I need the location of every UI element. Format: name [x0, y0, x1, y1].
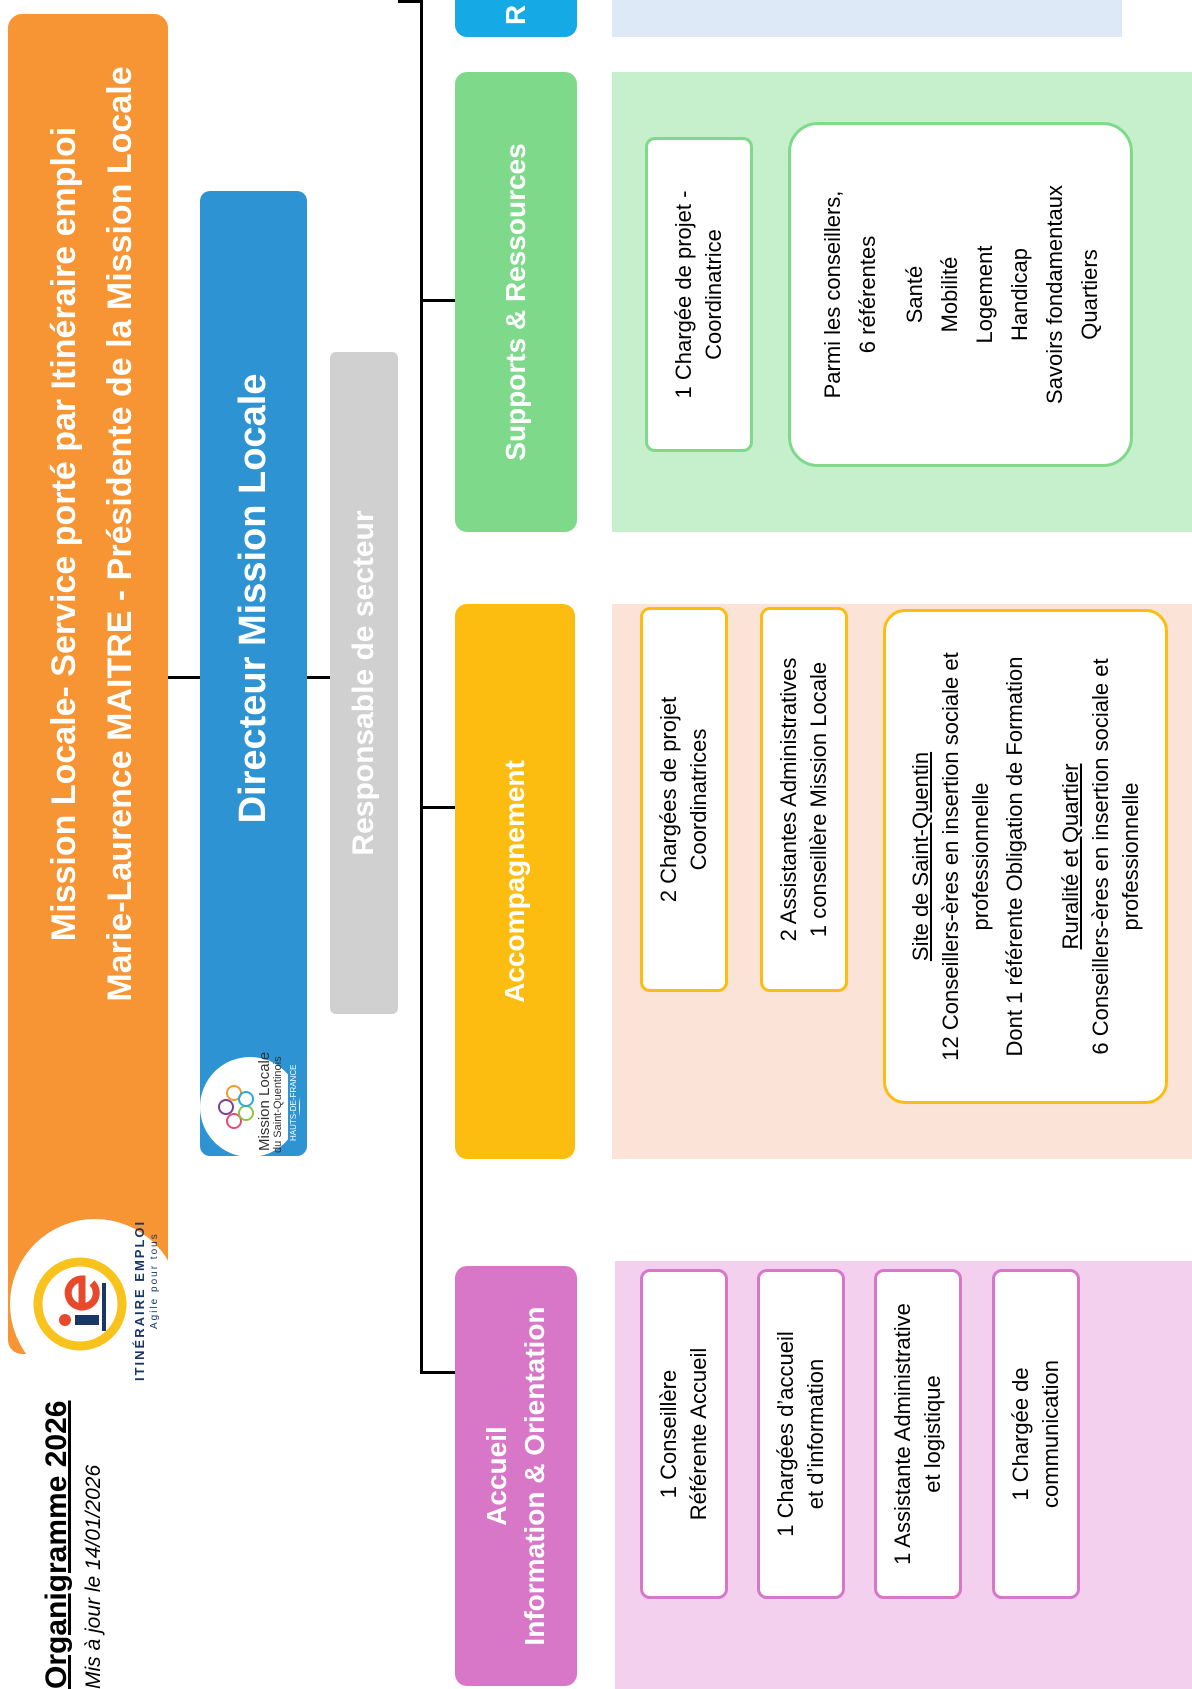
- director-label: Directeur Mission Locale: [232, 373, 274, 824]
- site-line: professionnelle: [1117, 782, 1143, 931]
- pole-supports-header: Supports & Ressources: [455, 72, 577, 532]
- pole-accueil-header: Accueil Information & Orientation: [455, 1266, 577, 1686]
- title-block: Organigramme 2026 Mis à jour le 14/01/20…: [40, 1400, 106, 1689]
- card-line: Coordinatrices: [686, 728, 711, 871]
- card-line: 2 Chargées de projet: [656, 696, 681, 903]
- responsable-box: Responsable de secteur: [330, 352, 398, 1014]
- connector-accompagnement: [420, 806, 455, 809]
- card-line: et d’information: [803, 1358, 828, 1510]
- site-line: professionnelle: [967, 782, 993, 931]
- connector-header-director: [168, 676, 200, 679]
- ml-logo-line2: du Saint-Quentinois: [272, 1056, 284, 1153]
- referents-intro: 6 référentes: [854, 235, 880, 354]
- accompagnement-card: 2 Assistantes Administratives 1 conseill…: [760, 607, 848, 992]
- itineraire-emploi-logo: ITINÉRAIRE EMPLOI Agile pour tous: [10, 1219, 180, 1389]
- header-line-1: Mission Locale- Service porté par Itinér…: [45, 126, 83, 942]
- pole-fourth-header: R: [455, 0, 577, 37]
- pole-accompagnement-title: Accompagnement: [499, 760, 530, 1003]
- card-line: 1 Conseillère: [656, 1369, 681, 1499]
- site-line: 12 Conseillers-ères en insertion sociale…: [937, 652, 963, 1061]
- connector-accueil: [420, 1371, 455, 1374]
- ml-logo-line1: Mission Locale: [256, 1051, 273, 1151]
- site-title: Site de Saint-Quentin: [907, 751, 933, 962]
- ml-logo-icon: [218, 1085, 254, 1129]
- card-line: 1 Assistante Administrative: [890, 1303, 915, 1565]
- accueil-card: 1 Chargée de communication: [992, 1269, 1080, 1599]
- card-line: 1 Chargée de projet -: [671, 190, 696, 399]
- referents-intro: Parmi les conseillers,: [819, 190, 845, 399]
- supports-card: 1 Chargée de projet - Coordinatrice: [645, 137, 753, 452]
- ie-logo-name: ITINÉRAIRE EMPLOI: [132, 1219, 147, 1381]
- card-line: 1 Chargée de: [1008, 1367, 1033, 1501]
- pole-accueil-title-2: Information & Orientation: [519, 1306, 550, 1646]
- connector-director-responsable: [307, 676, 330, 679]
- card-line: 2 Assistantes Administratives: [776, 657, 801, 942]
- connector-supports: [420, 299, 455, 302]
- accueil-card: 1 Chargées d’accueil et d’information: [757, 1269, 845, 1599]
- accompagnement-sites-card: Site de Saint-Quentin 12 Conseillers-ère…: [883, 609, 1168, 1104]
- referent-item: Logement: [971, 245, 997, 344]
- update-date: Mis à jour le 14/01/2026: [82, 1464, 105, 1689]
- pole-fourth-title: R: [500, 4, 531, 25]
- card-line: 1 conseillère Mission Locale: [806, 661, 831, 938]
- accueil-card: 1 Assistante Administrative et logistiqu…: [874, 1269, 962, 1599]
- accompagnement-card: 2 Chargées de projet Coordinatrices: [640, 607, 728, 992]
- pole-accompagnement-header: Accompagnement: [455, 604, 575, 1159]
- referent-item: Santé: [901, 265, 927, 324]
- mission-locale-logo: Mission Locale du Saint-Quentinois HAUTS…: [200, 1009, 305, 1159]
- header-line-2: Marie-Laurence MAITRE - Présidente de la…: [101, 66, 139, 1002]
- card-line: communication: [1038, 1360, 1063, 1508]
- page-title: Organigramme 2026: [40, 1400, 73, 1689]
- ie-logo-icon: [33, 1257, 127, 1351]
- site-line: Dont 1 référente Obligation de Formation: [1001, 656, 1027, 1057]
- ie-logo-tagline: Agile pour tous: [149, 1232, 160, 1329]
- card-line: 1 Chargées d’accueil: [773, 1331, 798, 1537]
- header-banner: Mission Locale- Service porté par Itinér…: [8, 14, 168, 1354]
- pole-fourth-panel: [612, 0, 1122, 37]
- card-line: Coordinatrice: [701, 229, 726, 360]
- supports-referents-card: Parmi les conseillers, 6 référentes Sant…: [788, 122, 1133, 467]
- ml-logo-region: HAUTS-DE-FRANCE: [288, 1060, 299, 1145]
- site-line: 6 Conseillers-ères en insertion sociale …: [1087, 658, 1113, 1055]
- referent-item: Mobilité: [936, 256, 962, 333]
- referent-item: Quartiers: [1076, 249, 1102, 340]
- pole-accueil-title-1: Accueil: [481, 1426, 512, 1526]
- referent-item: Savoirs fondamentaux: [1041, 185, 1067, 404]
- referent-item: Handicap: [1006, 248, 1032, 341]
- card-line: Référente Accueil: [686, 1347, 711, 1521]
- connector-fourth: [398, 0, 420, 3]
- accueil-card: 1 Conseillère Référente Accueil: [640, 1269, 728, 1599]
- card-line: et logistique: [920, 1375, 945, 1493]
- responsable-label: Responsable de secteur: [347, 510, 380, 856]
- connector-horizontal: [420, 0, 423, 1374]
- pole-supports-title: Supports & Ressources: [500, 143, 531, 461]
- site-title: Ruralité et Quartier: [1057, 763, 1083, 950]
